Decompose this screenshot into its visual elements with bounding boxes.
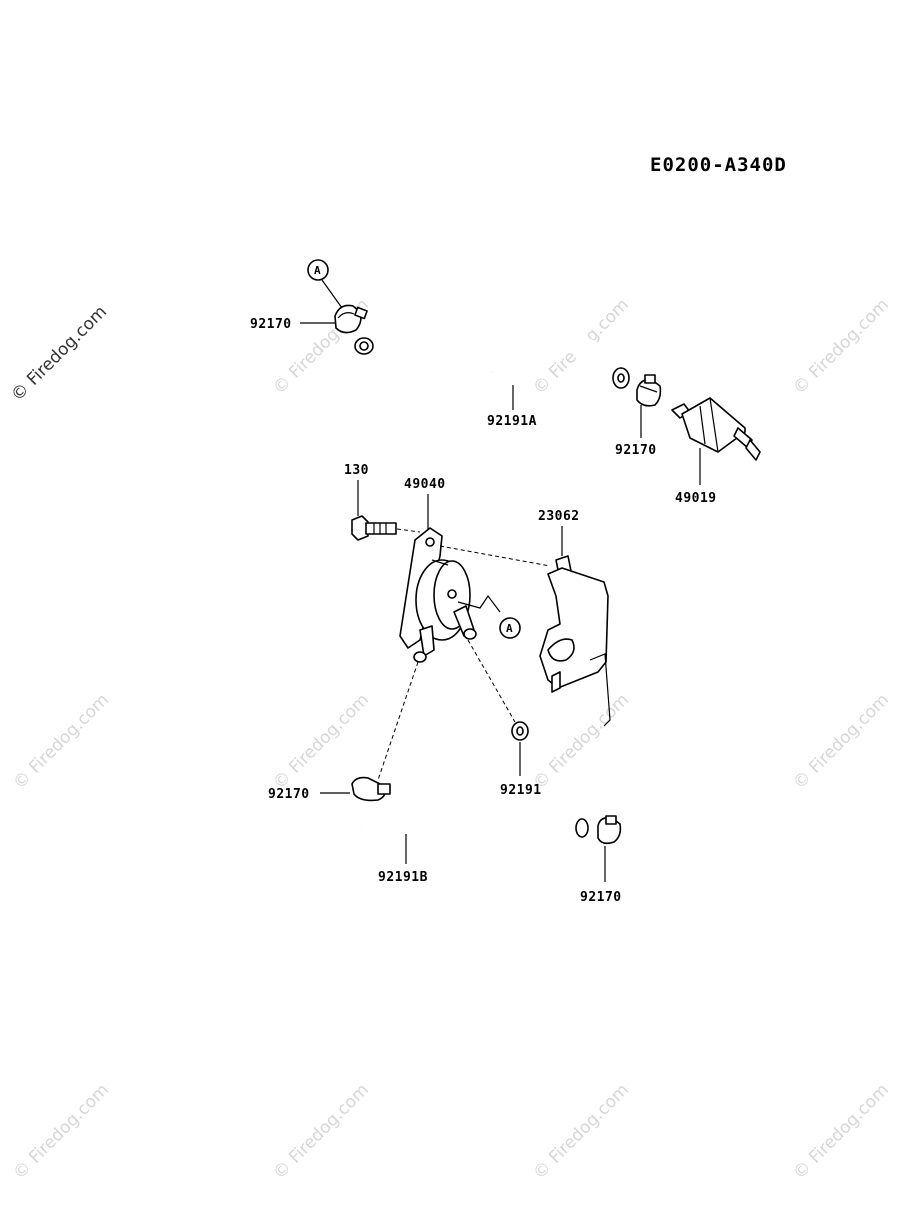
callout-a-upper: A [307, 259, 343, 309]
watermark: © Firedog.com [269, 1080, 373, 1184]
label-92170-upper-left: 92170 [250, 317, 292, 332]
watermark-main: © Firedog.com [7, 302, 111, 406]
watermark-grid: © Firedog.com © Firedog.com © Firedog.co… [9, 295, 893, 1184]
watermark: © Firedog.com [789, 690, 893, 794]
hose-clamp-upper-left [334, 304, 368, 334]
watermark: © Firedog.com [9, 1080, 113, 1184]
label-92170-lower-right: 92170 [580, 890, 622, 905]
label-92170-lower-left: 92170 [268, 787, 310, 802]
hose-92191 [511, 721, 572, 746]
bolt [351, 515, 397, 541]
watermark: © Firedog.com [789, 295, 893, 399]
hose-clamp-upper-right [636, 374, 662, 407]
label-49040: 49040 [404, 477, 446, 492]
diagram-code: E0200-A340D [650, 154, 787, 176]
fuel-pump [399, 527, 477, 663]
callout-letter: A [506, 622, 513, 635]
bracket [539, 555, 611, 727]
callout-letter: A [314, 264, 321, 277]
callout-a-lower: A [457, 594, 521, 639]
label-49019: 49019 [675, 491, 717, 506]
hose-92191a-left [348, 337, 489, 422]
label-92170-upper-right: 92170 [615, 443, 657, 458]
label-92191a: 92191A [487, 414, 537, 429]
fuel-filter [671, 397, 761, 461]
watermark: © Firedog.com [529, 690, 633, 794]
label-92191b: 92191B [378, 870, 428, 885]
label-130: 130 [344, 463, 369, 478]
hose-92191b [354, 793, 589, 838]
label-23062: 23062 [538, 509, 580, 524]
hose-92191a-right [485, 332, 630, 389]
watermark: © Firedog.com [9, 690, 113, 794]
label-92191: 92191 [500, 783, 542, 798]
watermark: © Firedog.com [529, 1080, 633, 1184]
watermark: © Firedog.com [789, 1080, 893, 1184]
hose-clamp-lower-right [597, 815, 622, 845]
hose-clamp-lower-left [351, 776, 391, 802]
